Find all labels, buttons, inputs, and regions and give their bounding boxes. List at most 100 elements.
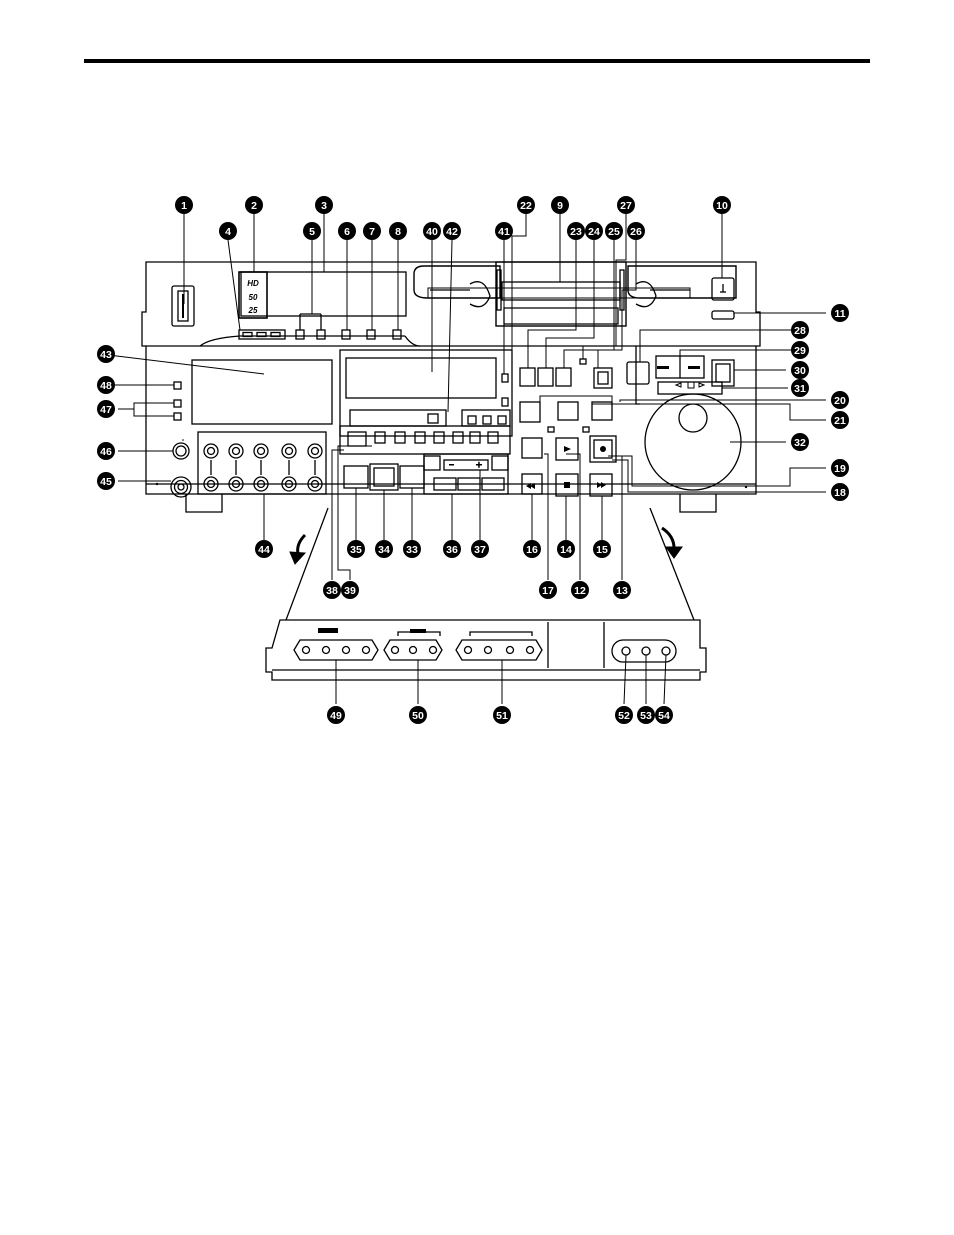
callout-circle (495, 222, 513, 240)
callout-number: 7 (369, 226, 375, 238)
record-icon (600, 446, 606, 452)
callout-circle (791, 433, 809, 451)
callout-circle (303, 222, 321, 240)
callout-number: 43 (100, 349, 112, 361)
callout-number: 34 (378, 544, 390, 556)
callout-circle (255, 540, 273, 558)
callout-circle (523, 540, 541, 558)
callout-33: 33 (403, 540, 421, 558)
format-logos: HD 50 25 (247, 279, 259, 315)
callout-circle (97, 472, 115, 490)
main-unit-fills (155, 366, 748, 489)
callout-number: 50 (412, 710, 424, 722)
callout-25: 25 (605, 222, 623, 240)
callout-circle (831, 411, 849, 429)
callout-circle (175, 196, 193, 214)
curved-arrow-icon (289, 526, 683, 565)
callout-8: 8 (389, 222, 407, 240)
callout-22: 22 (517, 196, 535, 214)
callout-circle (593, 540, 611, 558)
callout-circle (617, 196, 635, 214)
callout-circle (585, 222, 603, 240)
callout-circle (97, 376, 115, 394)
callout-39: 39 (341, 581, 359, 599)
callout-34: 34 (375, 540, 393, 558)
callout-43: 43 (97, 345, 115, 363)
callout-number: 6 (344, 226, 350, 238)
callout-15: 15 (593, 540, 611, 558)
callout-12: 12 (571, 581, 589, 599)
front-panel-fills (318, 628, 426, 633)
callout-14: 14 (557, 540, 575, 558)
callout-32: 32 (791, 433, 809, 451)
callout-27: 27 (617, 196, 635, 214)
callout-5: 5 (303, 222, 321, 240)
callout-circle (567, 222, 585, 240)
callout-17: 17 (539, 581, 557, 599)
callout-circle (713, 196, 731, 214)
callout-44: 44 (255, 540, 273, 558)
callout-number: 25 (608, 226, 620, 238)
callout-number: 29 (794, 345, 806, 357)
callout-number: 51 (496, 710, 508, 722)
callout-number: 42 (446, 226, 458, 238)
callout-38: 38 (323, 581, 341, 599)
callout-number: 32 (794, 437, 806, 449)
callout-45: 45 (97, 472, 115, 490)
callout-48: 48 (97, 376, 115, 394)
callout-circle (341, 581, 359, 599)
callout-13: 13 (613, 581, 631, 599)
callout-3: 3 (315, 196, 333, 214)
callout-number: 14 (560, 544, 572, 556)
callout-circle (443, 540, 461, 558)
callout-circle (409, 706, 427, 724)
callout-number: 24 (588, 226, 600, 238)
callout-number: 21 (834, 415, 846, 427)
callout-circle (363, 222, 381, 240)
callout-23: 23 (567, 222, 585, 240)
callout-circle (831, 459, 849, 477)
callout-circle (97, 345, 115, 363)
callout-number: 22 (520, 200, 532, 212)
callout-circle (323, 581, 341, 599)
callout-circle (327, 706, 345, 724)
callout-18: 18 (831, 483, 849, 501)
callout-number: 1 (181, 200, 187, 212)
callout-24: 24 (585, 222, 603, 240)
callout-number: 38 (326, 585, 338, 597)
callout-number: 18 (834, 487, 846, 499)
callout-circle (97, 400, 115, 418)
callout-number: 37 (474, 544, 486, 556)
callout-number: 35 (350, 544, 362, 556)
callout-35: 35 (347, 540, 365, 558)
callout-number: 8 (395, 226, 401, 238)
callout-number: 19 (834, 463, 846, 475)
callout-circle (551, 196, 569, 214)
callout-30: 30 (791, 361, 809, 379)
callout-circle (219, 222, 237, 240)
callout-51: 51 (493, 706, 511, 724)
callout-21: 21 (831, 411, 849, 429)
callout-circle (615, 706, 633, 724)
callout-circle (655, 706, 673, 724)
callout-7: 7 (363, 222, 381, 240)
callout-number: 4 (225, 226, 231, 238)
callout-circle (627, 222, 645, 240)
format-logo-25: 25 (248, 306, 258, 315)
callout-circle (493, 706, 511, 724)
callout-number: 2 (251, 200, 257, 212)
header-rule (84, 59, 870, 63)
callout-number: 10 (716, 200, 728, 212)
callout-50: 50 (409, 706, 427, 724)
callout-circle (539, 581, 557, 599)
callout-42: 42 (443, 222, 461, 240)
callout-circle (403, 540, 421, 558)
callout-number: 33 (406, 544, 418, 556)
callout-number: 41 (498, 226, 510, 238)
format-logo-hd: HD (247, 279, 259, 288)
callout-number: 45 (100, 476, 112, 488)
callout-number: 31 (794, 383, 806, 395)
callout-4: 4 (219, 222, 237, 240)
leader-lines (99, 214, 826, 705)
callout-6: 6 (338, 222, 356, 240)
